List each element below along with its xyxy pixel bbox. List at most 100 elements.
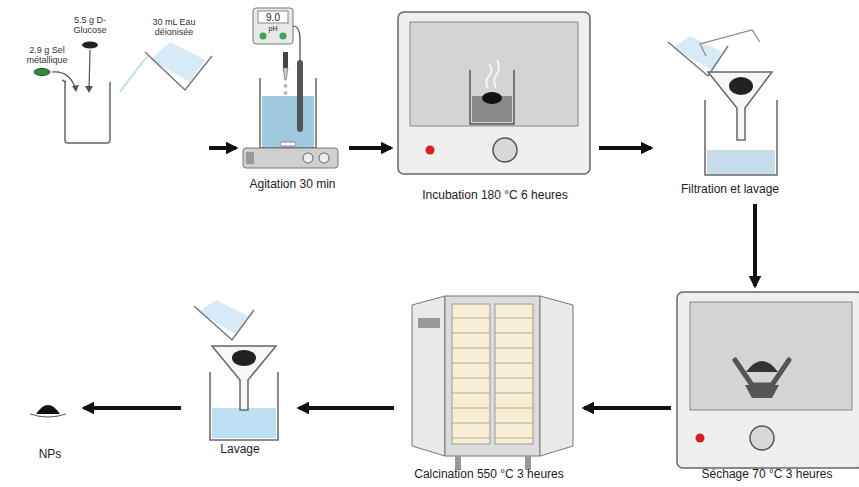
mixing-step: 2.9 g Sel métallique 5.5 g D-Glucose 30 mL…: [10, 5, 205, 150]
dropper-part: [283, 68, 288, 80]
incubation-oven-part: [470, 70, 514, 124]
dropper-part: [284, 84, 288, 88]
step-caption: Calcination 550 °C 3 heures: [398, 468, 580, 482]
washing-setup-part: [212, 346, 276, 410]
flow-arrow: [584, 406, 671, 410]
ph-probe: [297, 60, 303, 132]
calcination-furnace-part: [445, 296, 540, 456]
dropper-part: [283, 52, 288, 68]
step-caption: Lavage: [185, 443, 295, 457]
filtration-setup-part: [700, 30, 760, 56]
incubation-oven-part: [398, 12, 590, 174]
flow-arrow: [209, 146, 236, 150]
step-caption: Séchage 70 °C 3 heures: [675, 468, 859, 482]
incubation-oven-part: [486, 60, 499, 88]
glucose-pellet-part: [89, 50, 90, 90]
incubation-oven-part: [410, 22, 578, 126]
incubation-oven-part: [493, 138, 517, 162]
magnetic-stirrer-part: [246, 152, 254, 164]
filtration-step: Filtration et lavage: [655, 30, 805, 200]
calcination-furnace-part-part: [452, 348, 490, 349]
filtration-setup-part: [708, 72, 772, 140]
filtration-setup-part: [729, 77, 753, 95]
calcination-furnace-part-part: [495, 408, 533, 409]
nanoparticles-part: [30, 414, 66, 417]
drying-oven-part: [690, 302, 852, 410]
incubation-step: Incubation 180 °C 6 heures: [395, 8, 595, 206]
washing-setup: [194, 300, 278, 440]
washing-setup-part: [212, 408, 276, 438]
calcination-furnace-part: [540, 296, 573, 456]
metal-salt-pellet-part: [34, 69, 50, 76]
drying-oven: [677, 292, 859, 468]
calcination-furnace-part-part: [495, 438, 533, 439]
calcination-furnace-part-part: [495, 378, 533, 379]
calcination-furnace-part: [412, 296, 445, 456]
drying-step: Séchage 70 °C 3 heures: [675, 290, 859, 485]
calcination-furnace-part-part: [452, 408, 490, 409]
dropper-part: [284, 91, 288, 95]
mixing-beaker-part: [65, 82, 110, 143]
metal-salt-pellet: [34, 69, 79, 93]
washing-setup-part: [232, 350, 256, 366]
flow-arrow: [299, 406, 394, 410]
drying-oven-part: [735, 360, 789, 385]
product-step: NPs: [20, 385, 80, 465]
nanoparticles: [30, 405, 66, 417]
ph-meter-part: [293, 26, 300, 62]
dropper: [283, 52, 288, 95]
magnetic-stirrer-part: [319, 153, 329, 163]
drying-oven-part: [750, 426, 774, 450]
stirrer-beaker-part: [262, 96, 314, 148]
ph-reading: 9.0: [258, 13, 288, 23]
drying-oven-part: [745, 385, 779, 398]
ingredient-label: 30 mL Eau déionisée: [144, 17, 204, 38]
drying-oven-part: [696, 434, 705, 443]
ph-meter-part: [260, 33, 267, 40]
stirrer-beaker: [260, 78, 316, 148]
step-caption: Agitation 30 min: [240, 178, 345, 192]
drying-oven-part: [677, 292, 859, 468]
calcination-furnace-part: [452, 304, 490, 444]
ph-meter-part: [253, 8, 293, 44]
nanoparticles-part: [36, 405, 60, 414]
calcination-furnace-part-part: [495, 363, 533, 364]
calcination-furnace-part: [452, 318, 533, 438]
ph-meter: [253, 8, 300, 62]
step-caption: Filtration et lavage: [655, 183, 805, 197]
calcination-furnace-part: [418, 318, 440, 328]
metal-salt-pellet-part: [52, 72, 76, 90]
calcination-furnace-part-part: [452, 333, 490, 334]
magnetic-stirrer-part: [243, 148, 338, 168]
glucose-pellet: [82, 42, 98, 94]
ph-unit: pH: [258, 25, 288, 32]
calcination-furnace-part-part: [452, 438, 490, 439]
incubation-oven: [398, 12, 590, 174]
calcination-furnace-part: [495, 304, 533, 444]
flow-arrow: [753, 204, 757, 286]
magnetic-stirrer-part: [303, 153, 313, 163]
ph-probe-part: [297, 60, 303, 132]
filtration-setup-part: [707, 150, 775, 174]
ingredient-label: 2.9 g Sel métallique: [16, 45, 78, 66]
glucose-pellet-part: [82, 42, 98, 49]
filtration-setup-part: [668, 42, 728, 76]
calcination-furnace-part-part: [452, 318, 490, 319]
ph-meter-part: [258, 11, 288, 23]
water-beaker-part: [145, 52, 212, 90]
flow-arrow: [349, 146, 391, 150]
washing-setup-part: [194, 306, 254, 340]
calcination-step: Calcination 550 °C 3 heures: [398, 285, 580, 485]
ingredient-label: 5.5 g D-Glucose: [62, 15, 118, 36]
flow-arrow: [84, 406, 181, 410]
ph-meter-part: [280, 33, 287, 40]
calcination-furnace-part-part: [495, 348, 533, 349]
drying-oven-part: [746, 361, 778, 372]
mixing-beaker: [62, 80, 110, 143]
mixing-beaker-part: [62, 80, 66, 82]
filtration-setup: [668, 30, 777, 175]
flow-arrow: [599, 146, 651, 150]
calcination-furnace-part-part: [495, 423, 533, 424]
